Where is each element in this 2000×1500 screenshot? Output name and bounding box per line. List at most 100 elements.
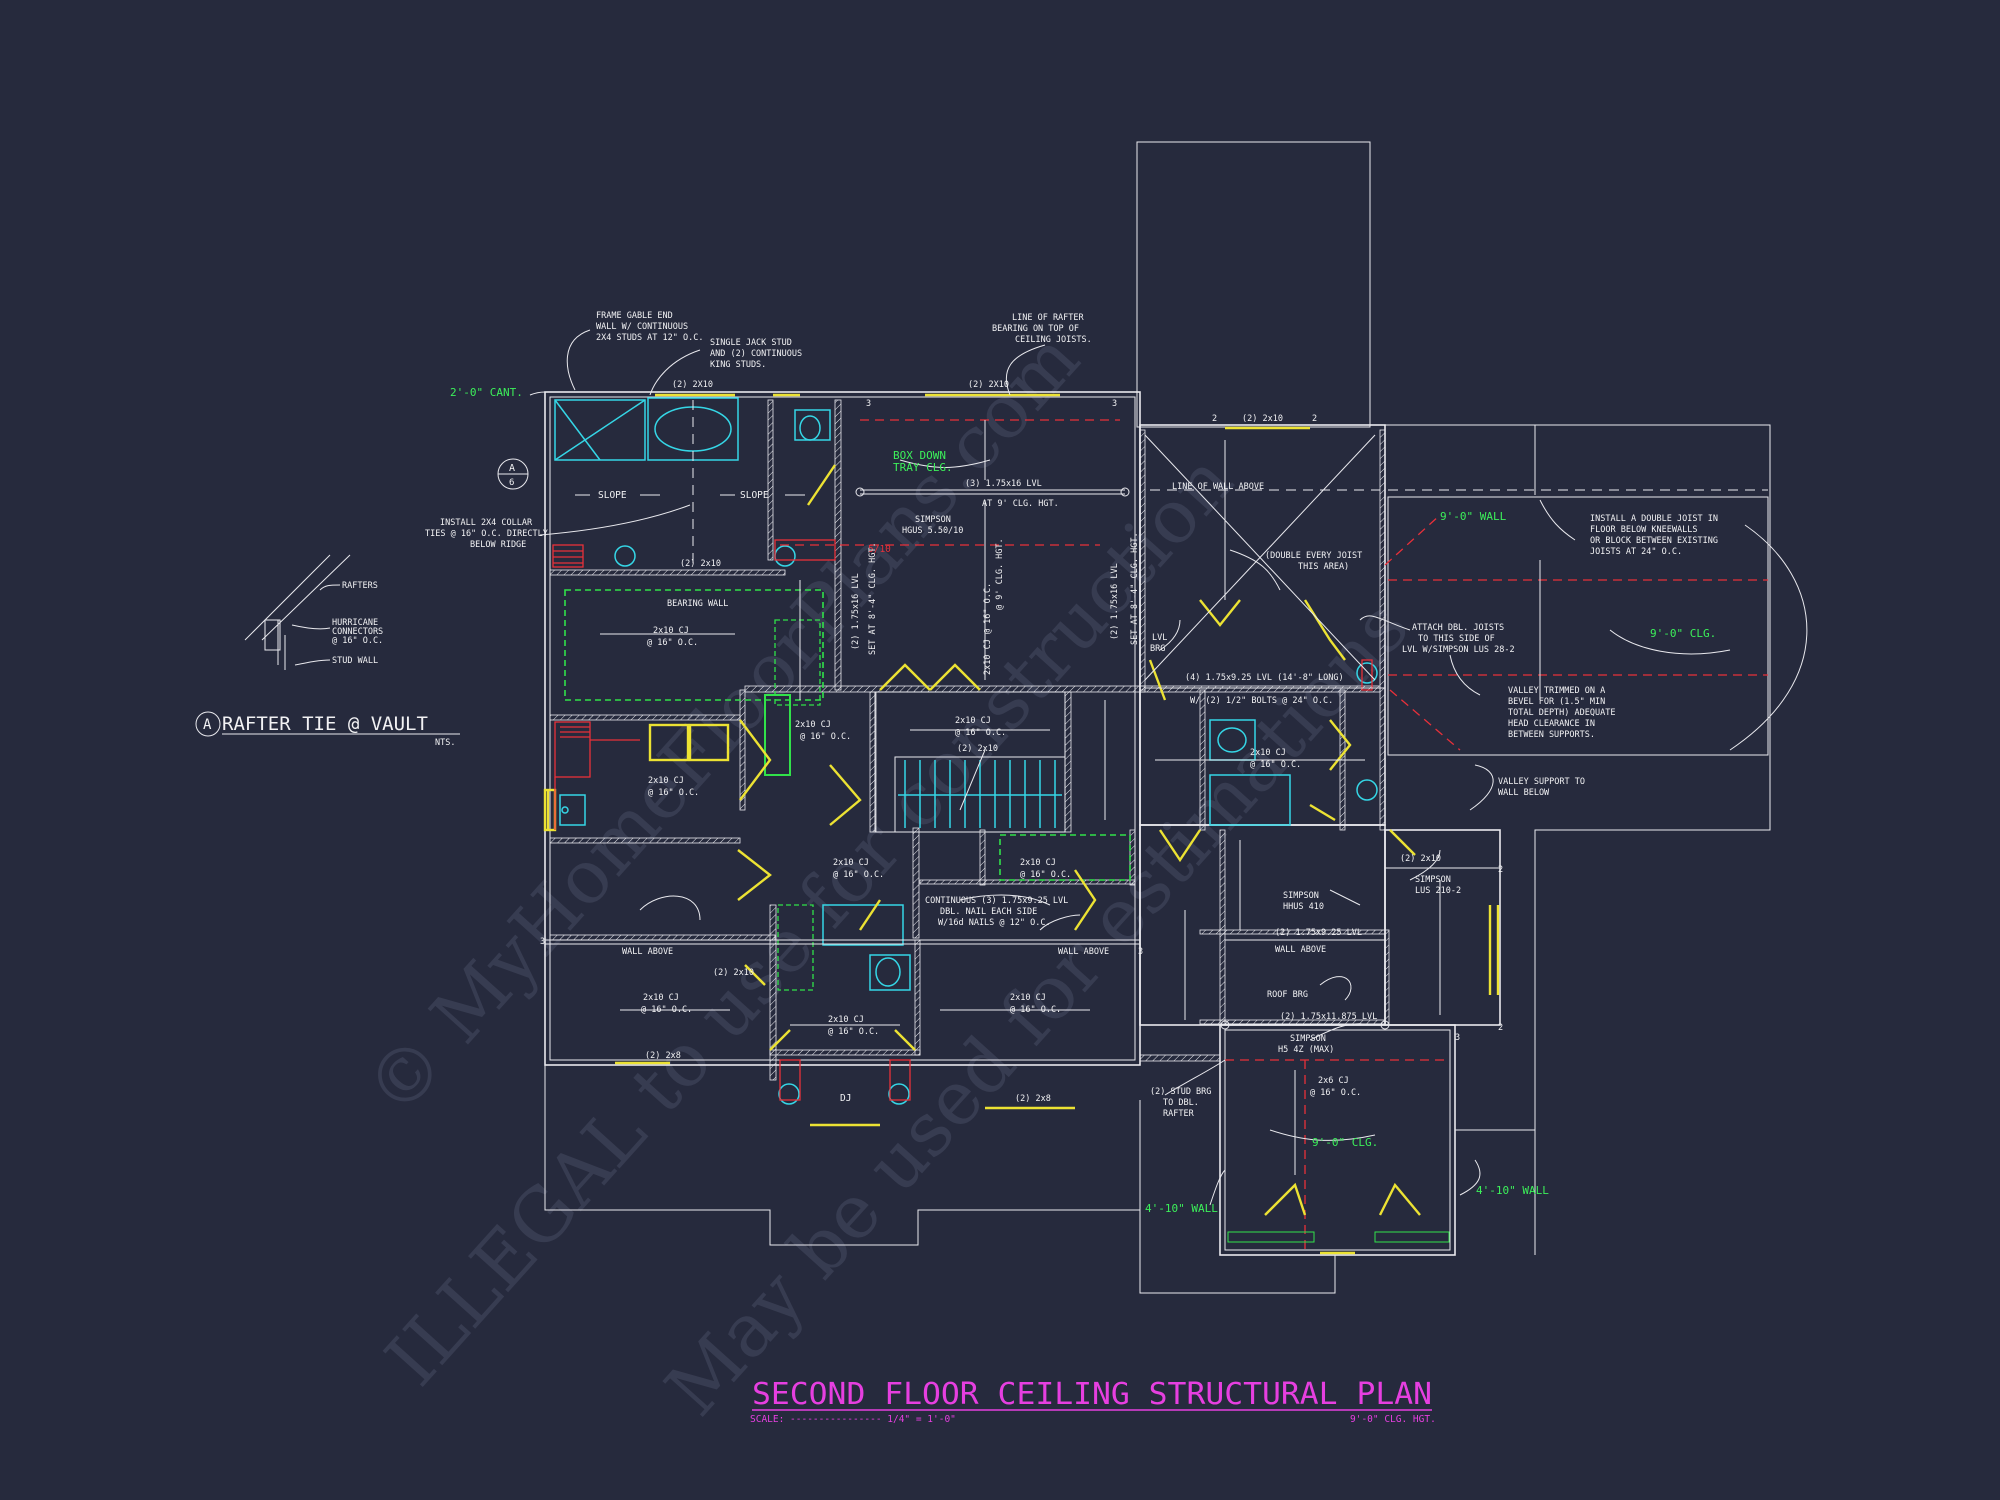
note-lvl-brg-2: BRG — [1150, 644, 1165, 654]
note-collar-1: INSTALL 2X4 COLLAR — [440, 518, 533, 528]
note-hhus-2: HHUS 410 — [1283, 902, 1324, 912]
note-nine-clg: 9'-0" CLG. — [1650, 627, 1716, 640]
hdr-i: (2) 2x8 — [1015, 1094, 1051, 1104]
num-3d: 3 — [1138, 947, 1143, 957]
note-single-jack-1: SINGLE JACK STUD — [710, 338, 792, 348]
note-attach-3: LVL W/SIMPSON LUS 28-2 — [1402, 645, 1515, 655]
note-lvl-brg-1: LVL — [1152, 633, 1167, 643]
hdr-d: (2) 2x10 — [680, 559, 721, 569]
cj-1: 2x10 CJ — [653, 626, 689, 636]
note-simpson-h-1: SIMPSON — [1290, 1034, 1326, 1044]
cj-8b: @ 16" O.C. — [1010, 1005, 1061, 1015]
note-single-jack-3: KING STUDS. — [710, 360, 766, 370]
note-valley-support-1: VALLEY SUPPORT TO — [1498, 777, 1585, 787]
note-bolts: W/ (2) 1/2" BOLTS @ 24" O.C. — [1190, 696, 1333, 706]
note-attach-2: TO THIS SIDE OF — [1418, 634, 1495, 644]
detail-title: RAFTER TIE @ VAULT — [222, 713, 428, 735]
note-set-at-b: SET AT 8'-4" CLG. HGT. — [1130, 532, 1140, 645]
note-lvl2: (2) 1.75x9.25 LVL — [1275, 928, 1362, 938]
joist-arrows — [600, 420, 1541, 1175]
note-line-rafter-2: BEARING ON TOP OF — [992, 324, 1079, 334]
annotations: FRAME GABLE END WALL W/ CONTINUOUS 2X4 S… — [425, 311, 1718, 1215]
hdr-b: (2) 2X10 — [968, 380, 1009, 390]
rafter-tie-detail: RAFTERS HURRICANE CONNECTORS @ 16" O.C. … — [195, 554, 460, 748]
note-collar-3: BELOW RIDGE — [470, 540, 526, 550]
detail-hurricane-1: HURRICANE — [332, 618, 378, 628]
section-marker-bottom: 6 — [509, 478, 514, 488]
note-hhus-1: SIMPSON — [1283, 891, 1319, 901]
cj-5: 2x10 CJ — [833, 858, 869, 868]
detail-tag: A — [203, 717, 212, 733]
num-2a: 2 — [1212, 414, 1217, 424]
note-frame-gable-1: FRAME GABLE END — [596, 311, 673, 321]
beams — [545, 400, 1768, 1030]
hdr-h: (2) 2x8 — [645, 1051, 681, 1061]
note-stud-brg-3: RAFTER — [1163, 1109, 1195, 1119]
note-slope-right: SLOPE — [740, 490, 769, 501]
note-continuous-2: DBL. NAIL EACH SIDE — [940, 907, 1037, 917]
note-valley-3: TOTAL DEPTH) ADEQUATE — [1508, 708, 1615, 718]
detail-hurricane-2: CONNECTORS — [332, 627, 383, 637]
cj-10b: @ 16" O.C. — [1250, 760, 1301, 770]
detail-stud-wall: STUD WALL — [332, 656, 378, 666]
note-cj-vert: 2x10 CJ @ 16" O.C. — [983, 583, 993, 675]
detail-nts: NTS. — [435, 738, 455, 748]
note-valley-4: HEAD CLEARANCE IN — [1508, 719, 1595, 729]
cj-10: 2x10 CJ — [1250, 748, 1286, 758]
note-hgus-1: SIMPSON — [915, 515, 951, 525]
note-lvl-vert-b: (2) 1.75x16 LVL — [1110, 563, 1120, 640]
cj-4b: @ 16" O.C. — [955, 728, 1006, 738]
hdr-g: (2) 2x10 — [1400, 854, 1441, 864]
note-double-joist-in-1: INSTALL A DOUBLE JOIST IN — [1590, 514, 1718, 524]
note-line-rafter-3: CEILING JOISTS. — [1015, 335, 1092, 345]
cj-7b: @ 16" O.C. — [641, 1005, 692, 1015]
note-lvl-vert: (2) 1.75x16 LVL — [851, 573, 861, 650]
num-3b: 3 — [1112, 399, 1117, 409]
note-lvl4: (4) 1.75x9.25 LVL (14'-8" LONG) — [1185, 673, 1344, 683]
plan-title: SECOND FLOOR CEILING STRUCTURAL PLAN — [752, 1377, 1432, 1412]
note-double-joist-in-2: FLOOR BELOW KNEEWALLS — [1590, 525, 1697, 535]
note-stud-brg-1: (2) STUD BRG — [1150, 1087, 1211, 1097]
cj-7: 2x10 CJ — [643, 993, 679, 1003]
note-frame-gable-2: WALL W/ CONTINUOUS — [596, 322, 688, 332]
note-double-joist-in-4: JOISTS AT 24" O.C. — [1590, 547, 1682, 557]
note-box-down-2: TRAY CLG. — [893, 461, 953, 474]
note-box-down-1: BOX DOWN — [893, 449, 946, 462]
note-four-ten-b: 4'-10" WALL — [1476, 1184, 1549, 1197]
note-attach-1: ATTACH DBL. JOISTS — [1412, 623, 1504, 633]
leaders — [529, 329, 1808, 1206]
note-valley-5: BETWEEN SUPPORTS. — [1508, 730, 1595, 740]
note-continuous-3: W/16d NAILS @ 12" O.C. — [938, 918, 1051, 928]
section-marker: A 6 — [497, 458, 529, 490]
note-wall-above-3: WALL ABOVE — [1275, 945, 1326, 955]
hdr-f: (2) 2x10 — [713, 968, 754, 978]
note-simpson-h-2: H5 4Z (MAX) — [1278, 1045, 1334, 1055]
stair-treads — [898, 749, 1062, 828]
cj-2: 2x10 CJ — [795, 720, 831, 730]
note-set-at-a: SET AT 8'-4" CLG. HGT. — [868, 542, 878, 655]
note-cant: 2'-0" CANT. — [450, 386, 523, 399]
note-valley-1: VALLEY TRIMMED ON A — [1508, 686, 1605, 696]
cj-6b: @ 16" O.C. — [1020, 870, 1071, 880]
note-lvl3-1: (3) 1.75x16 LVL — [965, 479, 1042, 489]
cj-9b: @ 16" O.C. — [828, 1027, 879, 1037]
note-roof-brg: ROOF BRG — [1267, 990, 1308, 1000]
note-lus-1: SIMPSON — [1415, 875, 1451, 885]
door-swings — [546, 393, 1500, 1255]
note-nine-clg-2: 9'-0" CLG. — [1312, 1136, 1378, 1149]
cj-11b: @ 16" O.C. — [1310, 1088, 1361, 1098]
cj-2b: @ 16" O.C. — [800, 732, 851, 742]
cj-5b: @ 16" O.C. — [833, 870, 884, 880]
note-lvl3-2: AT 9' CLG. HGT. — [982, 499, 1059, 509]
note-valley-2: BEVEL FOR (1.5" MIN — [1508, 697, 1605, 707]
note-collar-2: TIES @ 16" O.C. DIRECTLY — [425, 529, 548, 539]
note-wall-above-1: WALL ABOVE — [622, 947, 673, 957]
hdr-a: (2) 2X10 — [672, 380, 713, 390]
cj-3: 2x10 CJ — [648, 776, 684, 786]
note-valley-support-2: WALL BELOW — [1498, 788, 1550, 798]
note-single-jack-2: AND (2) CONTINUOUS — [710, 349, 802, 359]
note-cj-vert-b: @ 9' CLG. HGT. — [995, 538, 1005, 610]
note-stud-brg-2: TO DBL. — [1163, 1098, 1199, 1108]
scale-label: SCALE: ---------------- 1/4" = 1'-0" — [750, 1414, 956, 1425]
note-double-joist-2: THIS AREA) — [1298, 562, 1349, 572]
